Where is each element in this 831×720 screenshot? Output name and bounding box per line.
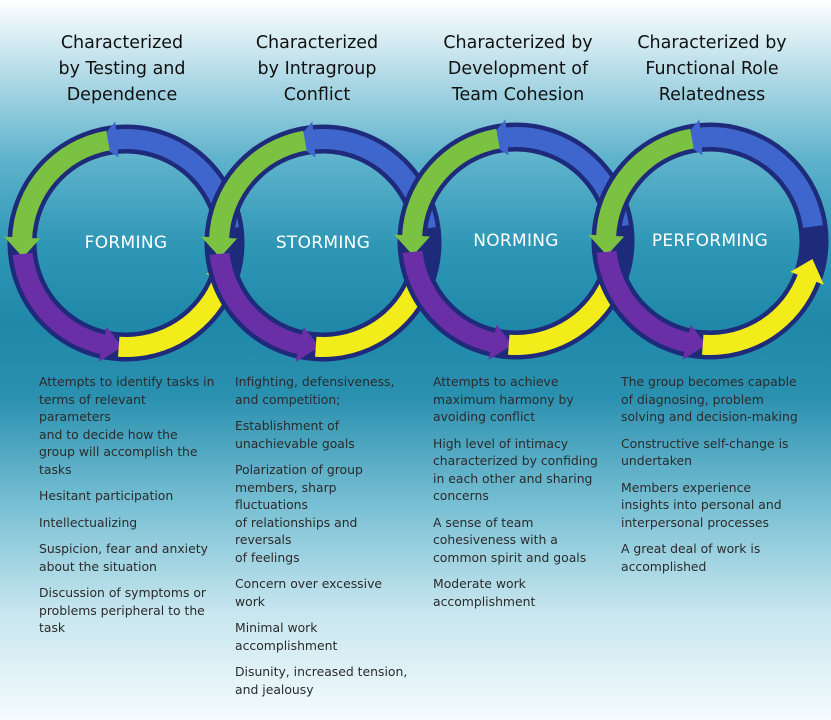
list-item: Members experience insights into persona… <box>621 479 782 530</box>
performing-green-arrow <box>596 128 694 238</box>
norming-characteristics: Attempts to achieve maximum harmony by a… <box>433 373 611 610</box>
norming-blue-arrow-head <box>487 119 509 156</box>
performing-purple-arrow-head <box>682 324 707 360</box>
list-item: Disunity, increased tension, and jealous… <box>235 664 408 697</box>
performing-heading: Characterized by Functional Role Related… <box>637 33 787 105</box>
forming-green-arrow-head <box>4 236 41 258</box>
norming-heading: Characterized by Development of Team Coh… <box>443 33 593 105</box>
list-item: Hesitant participation <box>39 488 174 503</box>
norming-green-arrow <box>402 128 500 238</box>
list-item: Constructive self-change is undertaken <box>621 435 789 469</box>
performing-label: PERFORMING <box>652 231 768 251</box>
list-item: Moderate work accomplishment <box>433 576 536 609</box>
norming-purple-arrow-head <box>488 324 513 360</box>
list-item: Infighting, defensiveness, and competiti… <box>235 374 395 407</box>
norming-purple-arrow <box>402 250 497 353</box>
forming-yellow-arrow <box>118 275 234 357</box>
storming-blue-arrow-head <box>294 121 316 158</box>
forming-heading: Characterized by Testing and Dependence <box>58 33 186 105</box>
performing-yellow-arrow-head <box>790 259 824 285</box>
performing-green-arrow-head <box>588 234 625 256</box>
list-item: Attempts to achieve maximum harmony by a… <box>433 374 574 424</box>
list-item: Minimal work accomplishment <box>235 620 338 653</box>
norming-label: NORMING <box>473 231 559 251</box>
performing-characteristics: The group becomes capable of diagnosing,… <box>621 373 799 575</box>
performing-blue-arrow <box>694 126 823 228</box>
performing-blue-arrow-head <box>681 119 703 156</box>
storming-green-arrow <box>209 130 307 240</box>
storming-label: STORMING <box>276 233 370 253</box>
norming-yellow-arrow <box>508 273 624 355</box>
list-item: The group becomes capable of diagnosing,… <box>621 374 798 424</box>
list-item: Suspicion, fear and anxiety about the si… <box>39 541 208 574</box>
forming-green-arrow <box>12 130 110 240</box>
forming-purple-arrow <box>12 252 107 355</box>
storming-yellow-arrow <box>315 275 431 357</box>
performing-purple-arrow <box>596 250 691 353</box>
storming-characteristics: Infighting, defensiveness, and competiti… <box>235 373 413 698</box>
list-item: Intellectualizing <box>39 514 138 530</box>
storming-heading: Characterized by Intragroup Conflict <box>255 33 379 105</box>
norming-green-arrow-head <box>394 234 431 256</box>
performing-cycle <box>588 119 829 360</box>
list-item: Polarization of group members, sharp flu… <box>235 462 363 565</box>
performing-yellow-arrow <box>702 273 818 355</box>
forming-purple-arrow-head <box>98 326 123 362</box>
storming-green-arrow-head <box>201 236 238 258</box>
list-item: Discussion of symptoms or problems perip… <box>39 585 207 635</box>
list-item: A sense of team cohesiveness with a comm… <box>433 514 587 565</box>
forming-blue-arrow-head <box>97 121 119 158</box>
list-item: A great deal of work is accomplished <box>621 541 761 574</box>
list-item: Establishment of unachievable goals <box>235 418 355 451</box>
list-item: High level of intimacy characterized by … <box>433 435 598 504</box>
forming-label: FORMING <box>85 233 168 253</box>
storming-purple-arrow-head <box>295 326 320 362</box>
list-item: Attempts to identify tasks in terms of r… <box>39 374 215 477</box>
forming-characteristics: Attempts to identify tasks in terms of r… <box>39 373 217 637</box>
list-item: Concern over excessive work <box>235 576 383 609</box>
storming-cycle <box>201 121 442 362</box>
storming-purple-arrow <box>209 252 304 355</box>
